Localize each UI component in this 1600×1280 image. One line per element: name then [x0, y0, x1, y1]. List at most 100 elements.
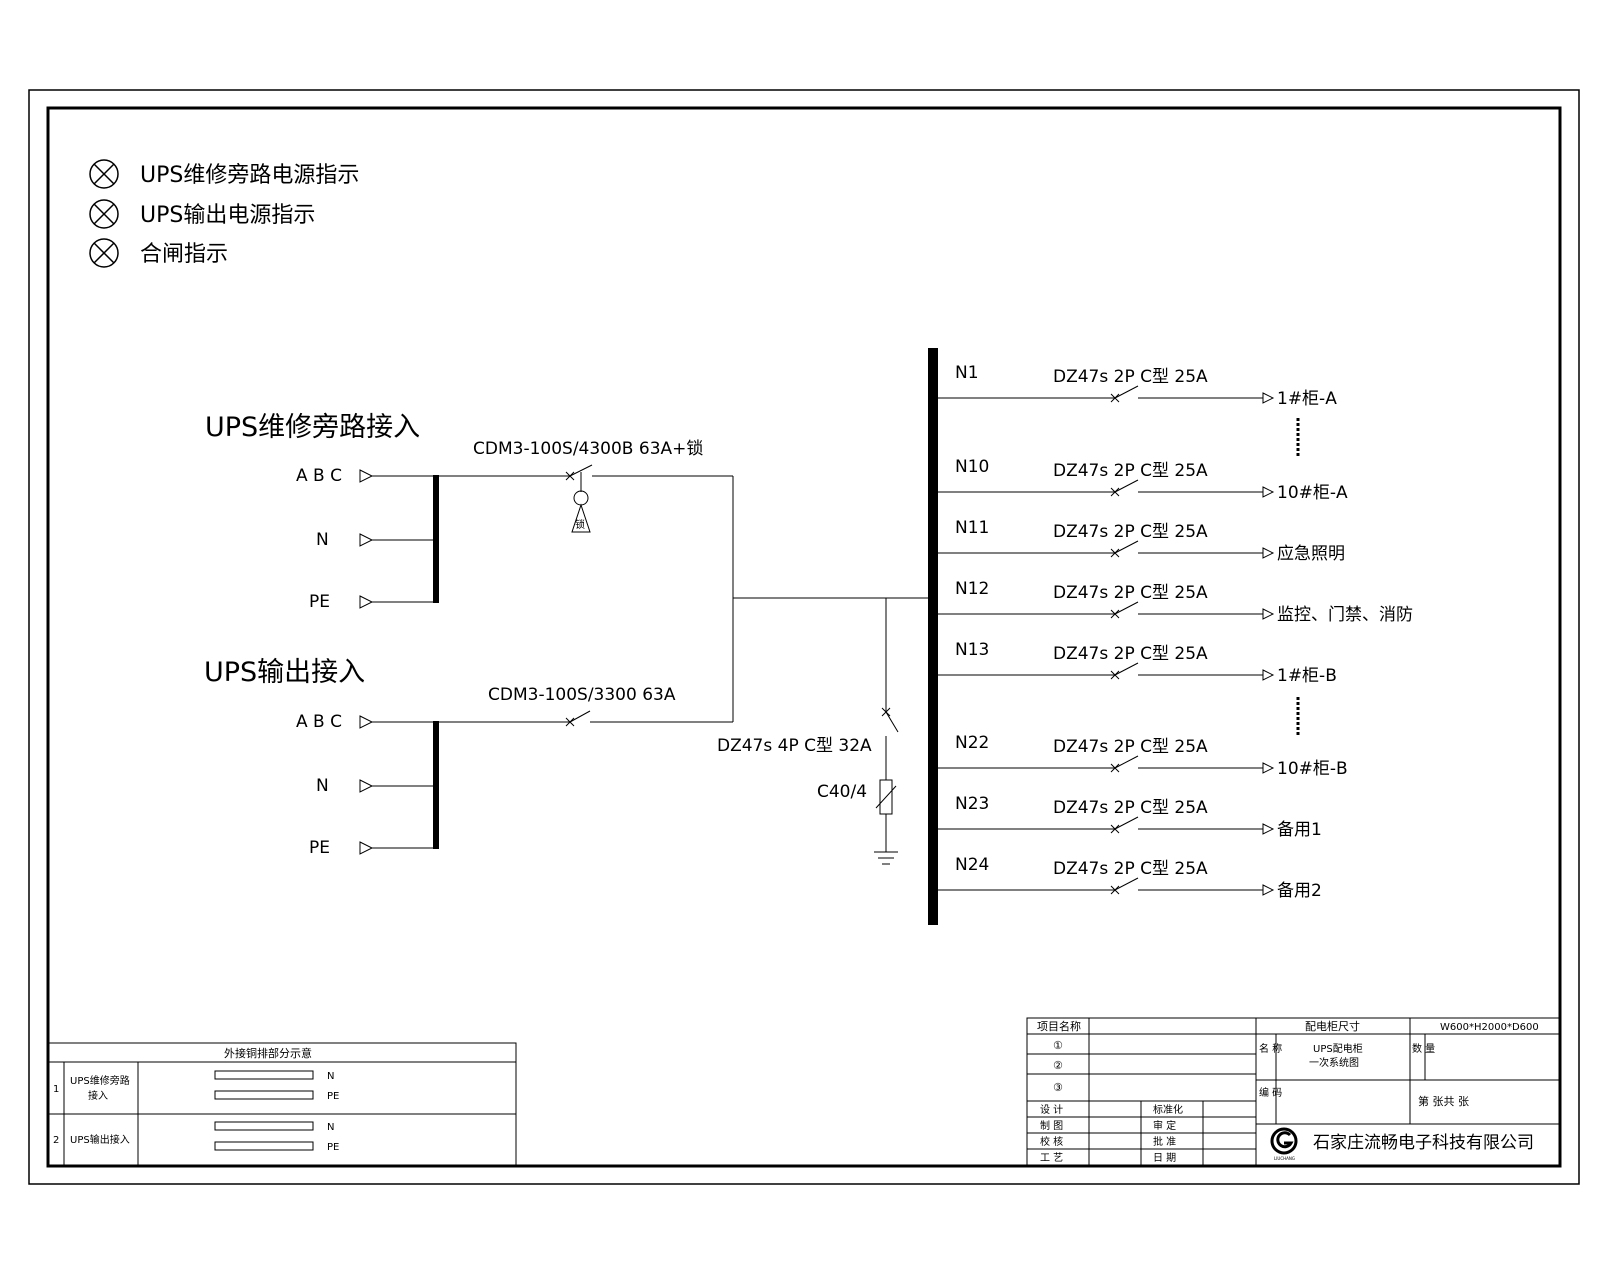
- feeder-load-label: 1#柜-A: [1277, 389, 1337, 409]
- feeder-arrow-icon: [1262, 392, 1275, 404]
- role-process: 工 艺: [1040, 1152, 1063, 1164]
- feeder-load-label: 1#柜-B: [1277, 666, 1337, 686]
- lock-mark: 锁: [575, 518, 585, 531]
- ellipsis-dot: [1296, 423, 1300, 426]
- feeder-id: N12: [955, 579, 989, 599]
- name-label: 名 称: [1259, 1042, 1282, 1055]
- inner-frame: [46, 106, 1562, 1168]
- title-block: 项目名称 配电柜尺寸 W600*H2000*D600 ① ② ③ 名 称 UPS…: [1026, 1017, 1561, 1167]
- legend-item: 合闸指示: [89, 238, 228, 268]
- row-name: 接入: [88, 1089, 108, 1102]
- feeder-load-label: 应急照明: [1277, 544, 1345, 564]
- ground-icon: [874, 851, 898, 865]
- feeder-load-label: 备用1: [1277, 820, 1322, 840]
- bypass-title: UPS维修旁路接入: [205, 412, 420, 443]
- breaker-contact-icon: [1114, 540, 1139, 554]
- indicator-lamp-icon: [89, 238, 119, 268]
- breaker-contact-icon: [1114, 816, 1139, 830]
- cabinet-size-value: W600*H2000*D600: [1440, 1022, 1539, 1033]
- legend-item: UPS输出电源指示: [89, 199, 315, 229]
- terminal-arrow-icon: [359, 469, 374, 483]
- ellipsis-dot: [1296, 732, 1300, 735]
- busbar-n: [214, 1121, 314, 1131]
- feeder-id: N22: [955, 733, 989, 753]
- feeder-breaker-label: DZ47s 2P C型 25A: [1053, 367, 1208, 387]
- ellipsis-dot: [1296, 717, 1300, 720]
- busbar-pe: [214, 1090, 314, 1100]
- ellipsis-dot: [1296, 727, 1300, 730]
- feeder-arrow-icon: [1262, 669, 1275, 681]
- bypass-busbar: [433, 475, 439, 603]
- ellipsis-dot: [1296, 448, 1300, 451]
- breaker-contact-icon: [1114, 877, 1139, 891]
- terminal-arrow-icon: [359, 841, 374, 855]
- output-breaker-label: CDM3-100S/3300 63A: [488, 685, 676, 705]
- feeder-circuit: N11 DZ47s 2P C型 25A 应急照明: [938, 518, 1345, 564]
- legend: UPS维修旁路电源指示 UPS输出电源指示 合闸指示: [89, 159, 359, 268]
- ellipsis-dot: [1296, 697, 1300, 700]
- item-1: ①: [1053, 1039, 1063, 1052]
- ellipsis-dot: [1296, 712, 1300, 715]
- row-number: 2: [53, 1135, 59, 1146]
- feeder-breaker-label: DZ47s 2P C型 25A: [1053, 583, 1208, 603]
- feeder-breaker-label: DZ47s 2P C型 25A: [1053, 798, 1208, 818]
- feeder-arrow-icon: [1262, 884, 1275, 896]
- breaker-contact-icon: [1114, 662, 1139, 676]
- terminal-arrow-icon: [359, 595, 374, 609]
- terminal-arrow-icon: [359, 533, 374, 547]
- feeder-arrow-icon: [1262, 547, 1275, 559]
- legend-label: 合闸指示: [140, 242, 228, 267]
- ups-output-input: UPS输出接入 A B C N PE CDM3-100S/3300 63A: [204, 657, 733, 858]
- terminal-label-abc: A B C: [296, 712, 342, 732]
- feeder-circuit: N1 DZ47s 2P C型 25A 1#柜-A: [938, 363, 1337, 409]
- breaker-contact-icon: [1114, 601, 1139, 615]
- terminal-label-abc: A B C: [296, 466, 342, 486]
- terminal-arrow-icon: [359, 715, 374, 729]
- legend-label: UPS输出电源指示: [140, 203, 315, 228]
- item-3: ③: [1053, 1081, 1063, 1094]
- feeder-breaker-label: DZ47s 2P C型 25A: [1053, 737, 1208, 757]
- feeder-id: N10: [955, 457, 989, 477]
- feeder-id: N11: [955, 518, 989, 538]
- feeder-arrow-icon: [1262, 823, 1275, 835]
- arrester-label: C40/4: [817, 782, 867, 802]
- ellipsis-dot: [1296, 722, 1300, 725]
- company-name: 石家庄流畅电子科技有限公司: [1313, 1133, 1534, 1153]
- indicator-lamp-icon: [89, 199, 119, 229]
- ellipsis-dot: [1296, 438, 1300, 441]
- feeder-load-label: 10#柜-A: [1277, 483, 1348, 503]
- feeder-breaker-label: DZ47s 2P C型 25A: [1053, 522, 1208, 542]
- bypass-input: UPS维修旁路接入 A B C N PE CDM3-100S/4300B 63A…: [205, 412, 733, 612]
- sheet-count: 第 张共 张: [1418, 1094, 1469, 1108]
- busbar-table-title: 外接铜排部分示意: [224, 1046, 312, 1060]
- output-busbar: [433, 721, 439, 849]
- cabinet-size-label: 配电柜尺寸: [1305, 1019, 1360, 1033]
- ellipsis-dot: [1296, 453, 1300, 456]
- company-logo-icon: LIUCHANG: [1270, 1127, 1298, 1161]
- ellipsis-dot: [1296, 418, 1300, 421]
- busbar-table: 外接铜排部分示意 1 UPS维修旁路 接入 N PE 2 UPS输出接入 N P…: [47, 1042, 517, 1167]
- feeder-id: N1: [955, 363, 979, 383]
- project-name-label: 项目名称: [1037, 1019, 1081, 1033]
- role-check: 校 核: [1040, 1135, 1063, 1148]
- role-approve: 批 准: [1153, 1135, 1176, 1148]
- item-2: ②: [1053, 1059, 1063, 1072]
- main-busbar: [928, 348, 938, 925]
- terminal-label-pe: PE: [309, 592, 330, 612]
- feeder-breaker-label: DZ47s 2P C型 25A: [1053, 461, 1208, 481]
- drawing-name-line1: UPS配电柜: [1313, 1042, 1363, 1055]
- role-drafting: 制 图: [1040, 1119, 1063, 1132]
- bypass-breaker-icon: 锁: [565, 464, 733, 533]
- surge-protection-branch: DZ47s 4P C型 32A C40/4: [717, 598, 899, 865]
- logo-text: LIUCHANG: [1274, 1156, 1295, 1161]
- busbar-n: [214, 1070, 314, 1080]
- interconnect-wiring: [732, 476, 930, 722]
- terminal-label-n: N: [316, 776, 329, 796]
- legend-item: UPS维修旁路电源指示: [89, 159, 359, 189]
- bypass-breaker-label: CDM3-100S/4300B 63A+锁: [473, 439, 703, 459]
- breaker-contact-icon: [1114, 755, 1139, 769]
